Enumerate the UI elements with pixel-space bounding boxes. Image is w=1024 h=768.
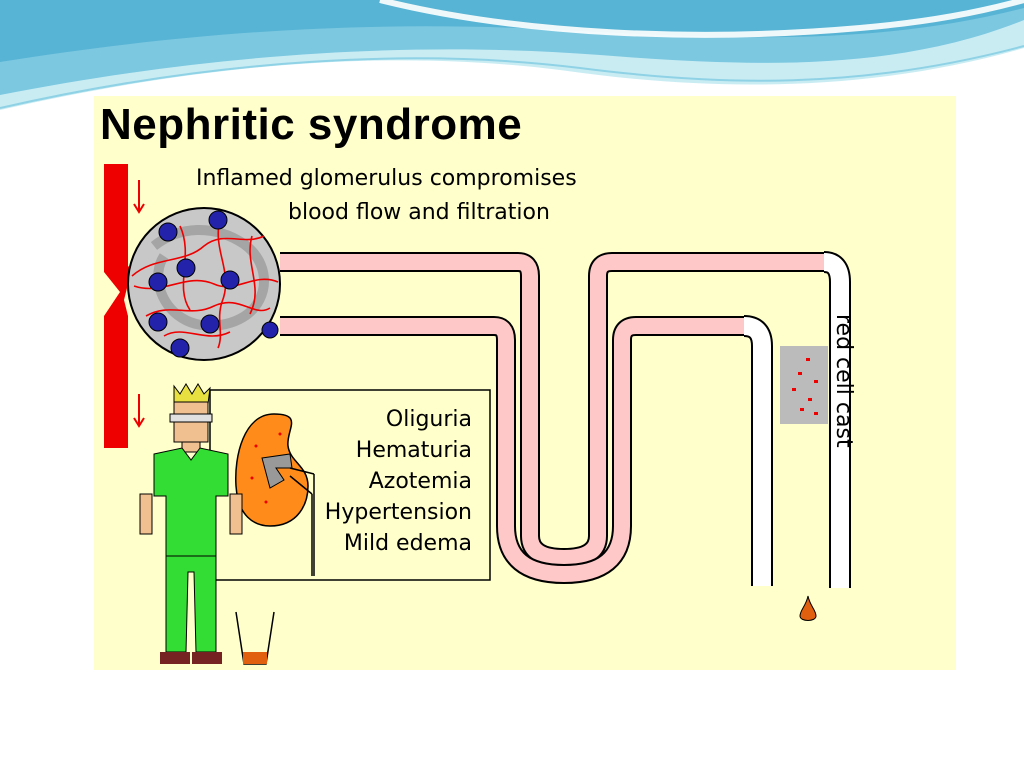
diagram-artwork (104, 164, 851, 665)
slide-header-wave (0, 0, 1024, 110)
symptom-item: Hematuria (355, 438, 472, 463)
wave-top (0, 0, 1024, 62)
symptom-item: Oliguria (385, 407, 472, 432)
urine-drop-icon (799, 595, 817, 621)
symptom-list: Oliguria Hematuria Azotemia Hypertension… (312, 404, 472, 559)
subtitle-line-1: Inflamed glomerulus compromises (196, 166, 577, 191)
wave-highlight (379, 0, 1024, 38)
red-cells (792, 358, 818, 415)
symptom-item: Hypertension (324, 500, 472, 525)
renal-tubule (280, 251, 851, 588)
wave-line (0, 45, 1024, 109)
down-arrow-icon (133, 394, 145, 428)
red-cell-cast-label: red cell cast (831, 314, 856, 448)
kidney-icon (235, 413, 315, 576)
blood-vessel (104, 164, 140, 448)
subtitle-line-2: blood flow and filtration (288, 200, 550, 225)
symptom-item: Mild edema (343, 531, 472, 556)
red-cell-cast-box (780, 346, 828, 424)
symptom-item: Azotemia (368, 469, 472, 494)
urine-cup (235, 611, 275, 665)
nephritic-diagram: Nephritic syndrome Inflamed glomerulus c… (94, 96, 956, 670)
glomerulus-icon (127, 207, 281, 361)
patient-figure (139, 383, 243, 664)
diagram-title: Nephritic syndrome (100, 100, 523, 149)
down-arrow-icon (133, 180, 145, 214)
